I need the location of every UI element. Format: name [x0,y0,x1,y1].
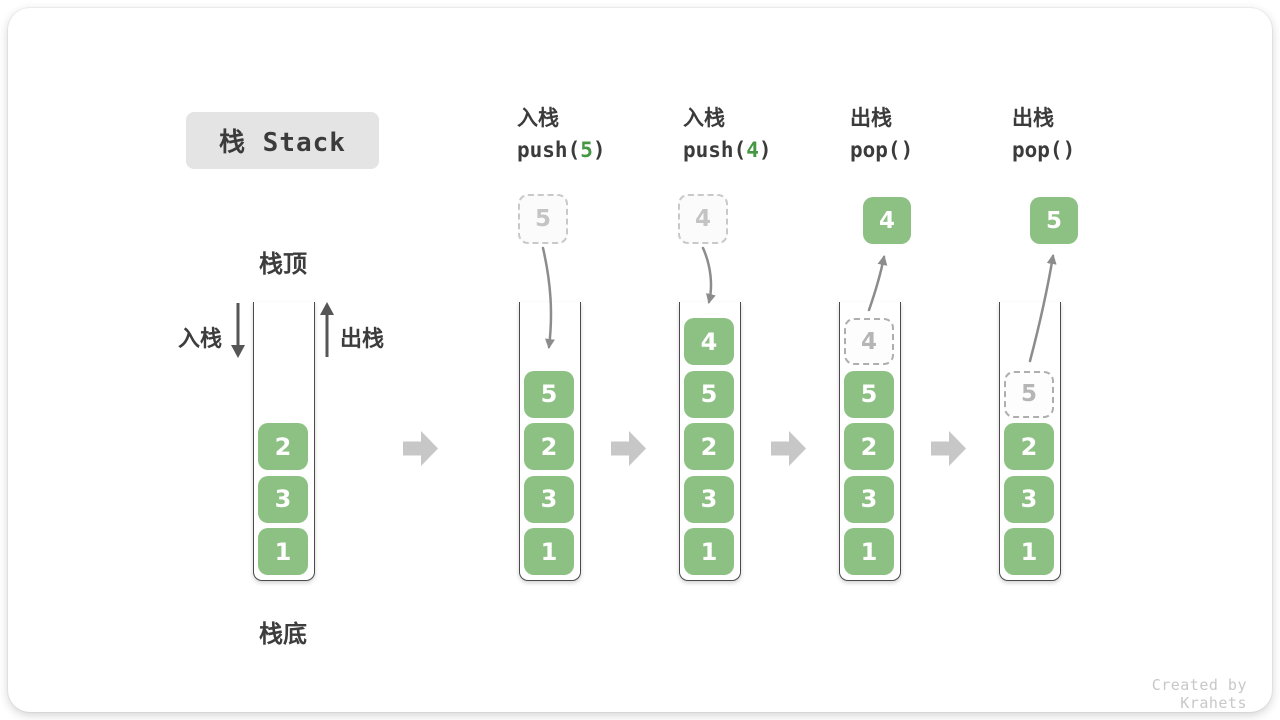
incoming-value-box: 4 [678,194,728,244]
watermark: Created by Krahets [1151,676,1247,712]
stack-cell: 1 [684,528,734,575]
step-header-push-5: 入栈 push(5) [517,104,606,168]
pop-side-label: 出栈 [340,327,385,352]
stack-cell: 3 [844,475,894,523]
stack-cell: 4 [684,318,734,365]
stack-cell: 1 [1004,528,1054,575]
stack-cell: 3 [524,475,574,523]
step-header-pop-5: 出栈 pop() [1012,104,1075,168]
step-arrow-icon [771,431,806,466]
step-op-label: 出栈 [850,106,892,130]
push-side-label: 入栈 [178,327,223,352]
step-code-label: push(5) [517,138,606,162]
stack-cell-ghost: 5 [1004,370,1054,418]
stack-bottom-label: 栈底 [259,620,307,648]
step-op-label: 出栈 [1012,106,1054,130]
step-code-label: pop() [850,138,914,162]
stack-top-label: 栈顶 [259,250,307,278]
step-arrow-icon [611,431,646,466]
stack-cell: 2 [524,423,574,470]
diagram-title-text: 栈 Stack [219,128,346,158]
incoming-value-box: 5 [518,194,568,244]
step-header-pop-4: 出栈 pop() [850,104,913,168]
step-arrow-icon [931,431,966,466]
stack-cell: 3 [258,475,308,523]
stack-cell: 5 [524,370,574,418]
stack-cell: 1 [844,528,894,575]
step-header-push-4: 入栈 push(4) [683,104,772,168]
push-down-arrow-icon [231,303,245,358]
step-code-label: push(4) [683,138,772,162]
stack-cell: 2 [844,423,894,470]
popped-value-box: 4 [863,197,911,244]
stack-cell: 2 [258,423,308,470]
step-code-label: pop() [1012,138,1076,162]
step-op-label: 入栈 [517,106,559,130]
stack-cell: 1 [258,528,308,575]
step-op-label: 入栈 [683,106,725,130]
stack-cell: 3 [684,475,734,523]
diagram-title: 栈 Stack [186,112,379,169]
step-arrow-icon [403,431,438,466]
stack-cell: 1 [524,528,574,575]
stack-cell-ghost: 4 [844,318,894,365]
pop-up-arrow-icon [320,302,334,357]
stack-cell: 2 [684,423,734,470]
popped-value-box: 5 [1030,197,1078,244]
stack-cell: 5 [684,370,734,418]
stack-cell: 5 [844,370,894,418]
stack-cell: 3 [1004,475,1054,523]
push-curve-arrow [701,246,716,304]
stack-cell: 2 [1004,423,1054,470]
